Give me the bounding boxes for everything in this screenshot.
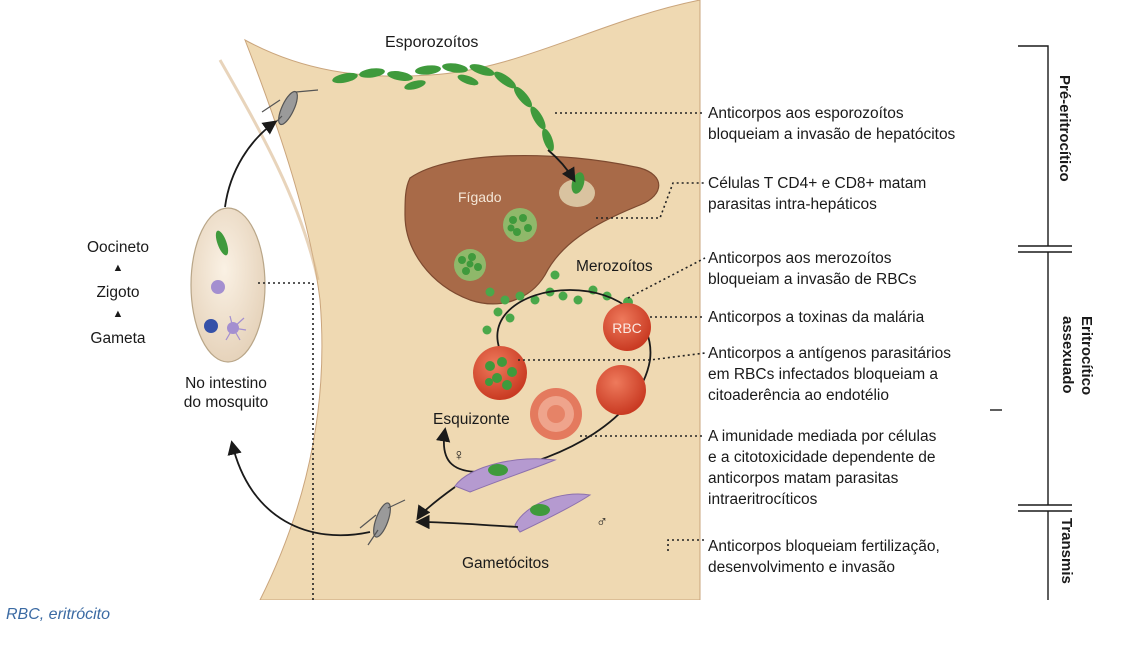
mosquito-gut [191,208,265,362]
label-gut-2: do mosquito [184,394,268,411]
phase-erythrocytic-2: assexuado [1059,316,1076,394]
figure-caption: RBC, eritrócito [6,606,110,624]
label-gametocytes: Gametócitos [462,555,549,572]
arrow-up-2: ▲ [113,308,124,320]
male-symbol: ♂ [596,514,608,531]
label-sporozoites: Esporozoítos [385,34,478,51]
label-rbc: RBC [612,320,642,336]
label-gut-1: No intestino [185,375,267,392]
annotation-tcells: Células T CD4+ e CD8+ matam parasitas in… [708,175,931,213]
annotation-cytoadherence: Anticorpos a antígenos parasitários em R… [708,345,955,404]
phase-erythrocytic-1: Eritrocítico [1078,316,1095,395]
female-symbol: ♀ [453,447,465,464]
annotation-toxin-antibodies: Anticorpos a toxinas da malária [708,309,925,326]
phase-pre-erythrocytic: Pré-eritrocítico [1056,75,1073,182]
label-schizont: Esquizonte [433,411,510,428]
label-ookinete: Oocineto [87,239,149,256]
phase-transmission: Transmis [1058,518,1075,584]
label-liver: Fígado [458,189,502,205]
label-gamete: Gameta [90,330,146,347]
arrow-up-1: ▲ [113,262,124,274]
label-merozoites: Merozoítos [576,258,653,275]
annotation-merozoite-antibodies: Anticorpos aos merozoítos bloqueiam a in… [708,250,917,288]
annotation-cell-mediated: A imunidade mediada por células e a cito… [708,428,941,508]
annotation-sporozoite-antibodies: Anticorpos aos esporozoítos bloqueiam a … [708,105,956,143]
annotation-transmission-antibodies: Anticorpos bloqueiam fertilização, desen… [708,538,944,576]
malaria-lifecycle-diagram: Oocineto ▲ Zigoto ▲ Gameta No intestino … [0,0,1137,600]
label-zygote: Zigoto [96,284,139,301]
